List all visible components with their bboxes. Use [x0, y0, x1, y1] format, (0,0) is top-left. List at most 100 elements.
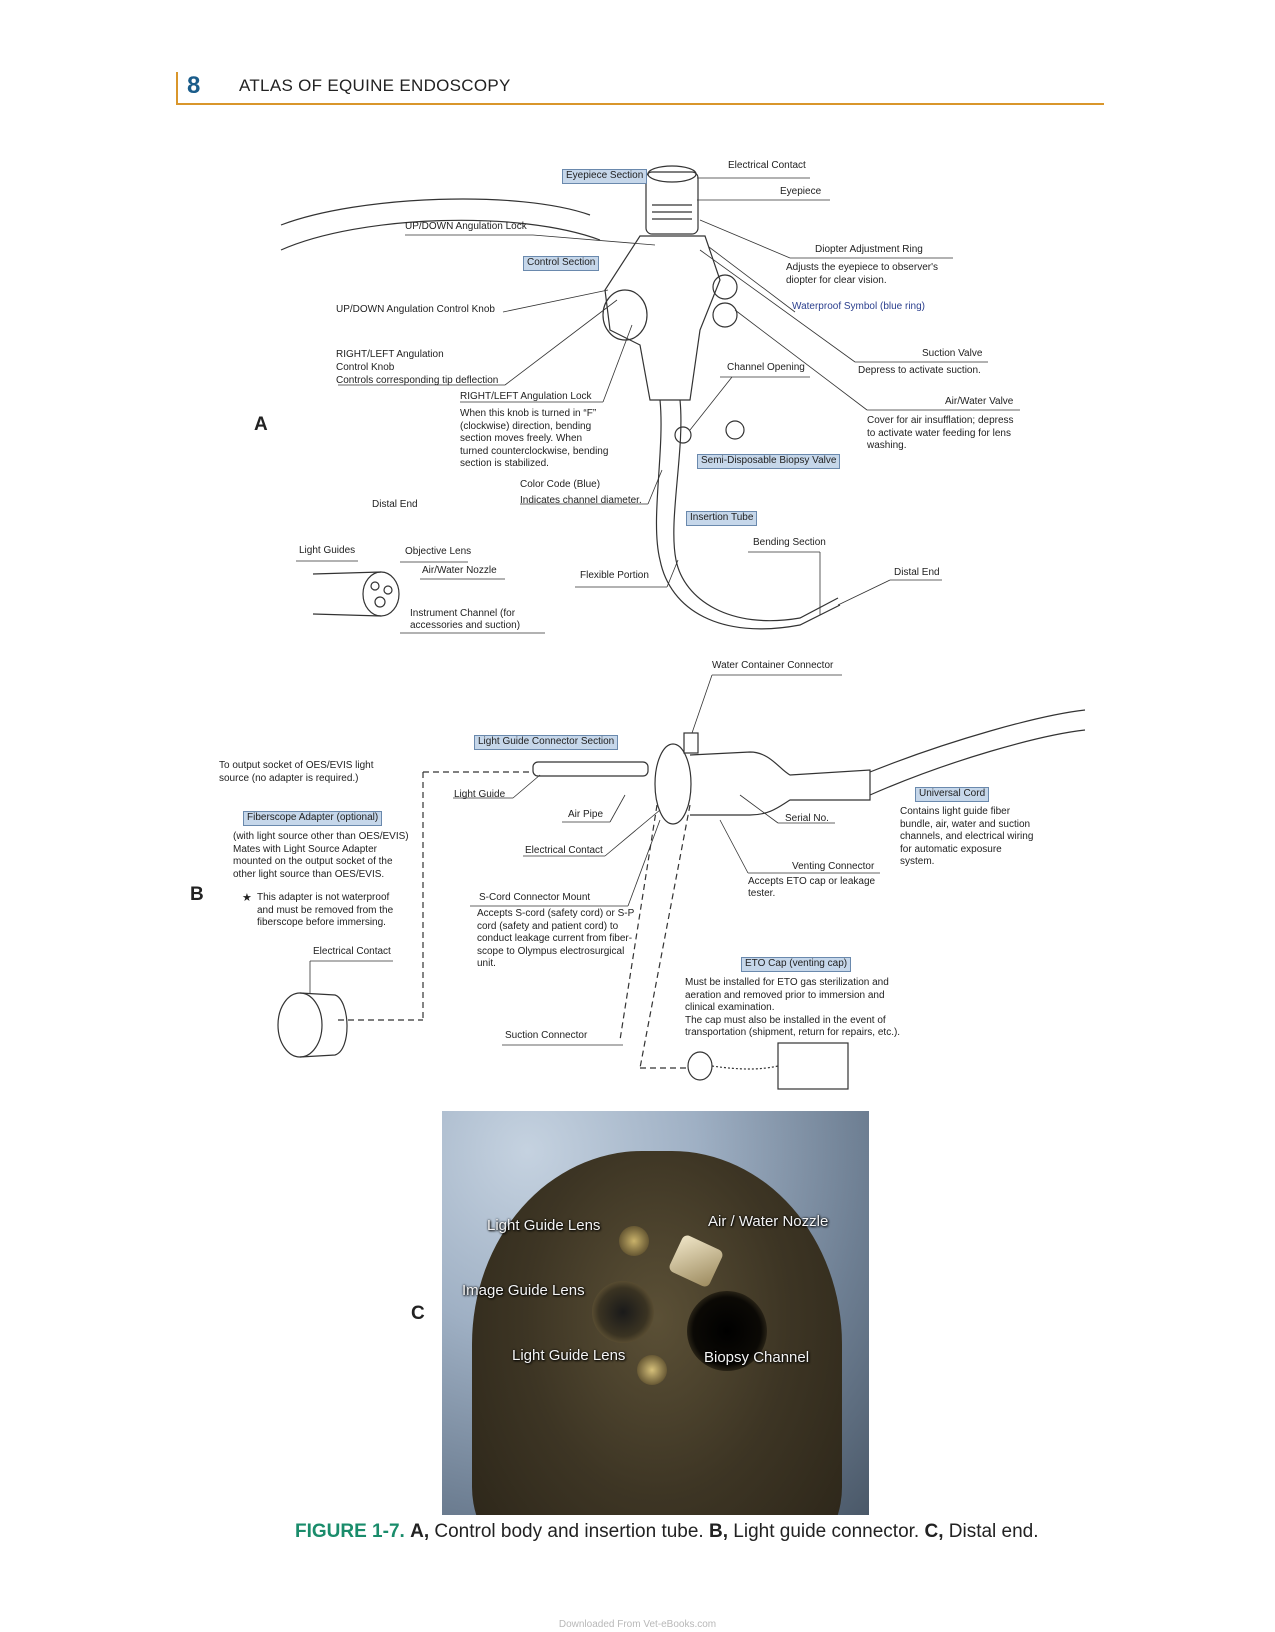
angulation-knob: [602, 289, 648, 341]
label-venting-connector: Venting Connector: [792, 861, 875, 872]
label-universal-cord: Universal Cord: [915, 787, 990, 802]
page-number: 8: [187, 72, 201, 99]
label-rl-knob-2: Control Knob: [336, 362, 395, 373]
label-star-note-3: fiberscope before immersing.: [257, 917, 386, 928]
label-rl-knob-3: Controls corresponding tip deflection: [336, 375, 499, 386]
photo-label-biopsy-channel: Biopsy Channel: [704, 1349, 810, 1366]
eto-tag: [777, 1042, 849, 1090]
star-bullet-icon: ★: [242, 892, 252, 904]
panel-letter-c: C: [411, 1303, 425, 1324]
label-electrical-contact-adapter: Electrical Contact: [313, 946, 391, 957]
label-diopter-desc-1: Adjusts the eyepiece to observer's: [786, 262, 938, 273]
universal-cord-upper: [869, 709, 1086, 773]
label-eyepiece-section: Eyepiece Section: [562, 169, 648, 184]
label-universal-desc-5: system.: [900, 856, 935, 867]
label-scord-desc-2: cord (safety and patient cord) to: [477, 921, 619, 932]
photo-label-air-water-nozzle: Air / Water Nozzle: [708, 1213, 829, 1230]
label-updown-lock: UP/DOWN Angulation Lock: [405, 221, 527, 232]
caption-figure-number: FIGURE 1-7.: [295, 1521, 405, 1542]
distal-end-face: [362, 571, 400, 617]
photo-label-image-guide: Image Guide Lens: [462, 1282, 585, 1299]
light-cable-lower: [280, 219, 601, 251]
airwater-valve-drawing: [712, 302, 738, 328]
label-lg-connector-section: Light Guide Connector Section: [474, 735, 619, 750]
label-venting-desc-2: tester.: [748, 888, 776, 899]
label-diopter-desc-2: diopter for clear vision.: [786, 275, 887, 286]
scope-tip: [472, 1151, 842, 1515]
label-suction-desc: Depress to activate suction.: [858, 365, 981, 376]
distal-end-photo: Light Guide Lens Air / Water Nozzle Imag…: [442, 1111, 869, 1515]
caption-b-letter: B,: [709, 1521, 728, 1542]
panel-letter-b: B: [190, 884, 204, 905]
suction-valve-drawing: [712, 274, 738, 300]
label-control-section: Control Section: [523, 256, 600, 271]
label-scord-desc-4: scope to Olympus electrosurgical: [477, 946, 625, 957]
label-rl-lock-desc-4: turned counterclockwise, bending: [460, 446, 609, 457]
caption-c-text: Distal end.: [943, 1521, 1039, 1542]
label-color-code-desc: Indicates channel diameter.: [520, 495, 642, 506]
label-adapter-desc-1: (with light source other than OES/EVIS): [233, 831, 409, 842]
fiberscope-adapter-front: [277, 992, 323, 1058]
label-channel-opening: Channel Opening: [727, 362, 805, 373]
eto-cap-drawing: [687, 1051, 713, 1081]
panel-letter-a: A: [254, 414, 268, 435]
label-eyepiece: Eyepiece: [780, 186, 822, 197]
light-guide-prong: [532, 761, 649, 777]
caption-a-text: Control body and insertion tube.: [429, 1521, 709, 1542]
label-universal-desc-2: bundle, air, water and suction: [900, 819, 1031, 830]
insertion-tube-right: [673, 399, 839, 622]
light-guide-lens-bottom-icon: [637, 1355, 667, 1385]
label-diopter-ring: Diopter Adjustment Ring: [815, 244, 923, 255]
label-venting-desc-1: Accepts ETO cap or leakage: [748, 876, 876, 887]
control-body: [604, 235, 721, 401]
label-color-code: Color Code (Blue): [520, 479, 601, 490]
biopsy-port: [674, 426, 692, 444]
label-airwater-desc-2: to activate water feeding for lens: [867, 428, 1011, 439]
caption-a-letter: A,: [410, 1521, 430, 1542]
label-eto-cap: ETO Cap (venting cap): [741, 957, 852, 972]
connector-housing: [689, 751, 871, 816]
label-universal-desc-4: for automatic exposure: [900, 844, 1002, 855]
label-star-note-1: This adapter is not waterproof: [257, 892, 390, 903]
biopsy-valve-drawing: [725, 420, 745, 440]
universal-cord-lower: [869, 729, 1086, 796]
label-eto-desc-5: transportation (shipment, return for rep…: [685, 1027, 901, 1038]
label-rl-lock-desc-1: When this knob is turned in “F”: [460, 408, 597, 419]
label-adapter-desc-4: other light source than OES/EVIS.: [233, 869, 385, 880]
label-biopsy-valve: Semi-Disposable Biopsy Valve: [697, 454, 841, 469]
label-eto-desc-3: clinical examination.: [685, 1002, 775, 1013]
label-universal-desc-1: Contains light guide fiber: [900, 806, 1011, 817]
footer-watermark: Downloaded From Vet-eBooks.com: [558, 1619, 717, 1630]
label-rl-knob-1: RIGHT/LEFT Angulation: [336, 349, 444, 360]
label-air-water-nozzle: Air/Water Nozzle: [422, 565, 497, 576]
label-scord-desc-3: conduct leakage current from fiber-: [477, 933, 633, 944]
eyepiece-top: [647, 165, 697, 183]
label-rl-lock-desc-3: section moves freely. When: [460, 433, 583, 444]
label-updown-knob: UP/DOWN Angulation Control Knob: [336, 304, 495, 315]
label-scord-mount: S-Cord Connector Mount: [479, 892, 591, 903]
label-insertion-tube: Insertion Tube: [686, 511, 758, 526]
label-light-guides: Light Guides: [299, 545, 356, 556]
photo-label-light-guide-top: Light Guide Lens: [487, 1217, 601, 1234]
label-light-guide: Light Guide: [454, 789, 506, 800]
light-guide-lens-top-icon: [619, 1226, 649, 1256]
label-airwater-valve: Air/Water Valve: [945, 396, 1014, 407]
label-air-pipe: Air Pipe: [568, 809, 604, 820]
label-eto-desc-4: The cap must also be installed in the ev…: [685, 1015, 886, 1026]
figure-caption: FIGURE 1-7. A, Control body and insertio…: [295, 1521, 1039, 1543]
label-electrical-contact: Electrical Contact: [728, 160, 806, 171]
label-distal-end-right: Distal End: [894, 567, 940, 578]
label-bending-section: Bending Section: [753, 537, 826, 548]
label-waterproof-symbol: Waterproof Symbol (blue ring): [792, 301, 926, 312]
label-suction-connector: Suction Connector: [505, 1030, 588, 1041]
photo-label-light-guide-bottom: Light Guide Lens: [512, 1347, 626, 1364]
header-accent-bar: [176, 72, 178, 105]
label-universal-desc-3: channels, and electrical wiring: [900, 831, 1034, 842]
label-objective-lens: Objective Lens: [405, 546, 472, 557]
label-fiberscope-adapter: Fiberscope Adapter (optional): [243, 811, 383, 826]
label-adapter-desc-2: Mates with Light Source Adapter: [233, 844, 377, 855]
label-instrument-channel-2: accessories and suction): [410, 620, 521, 631]
header-rule: [176, 103, 1104, 105]
label-electrical-contact-b: Electrical Contact: [525, 845, 603, 856]
